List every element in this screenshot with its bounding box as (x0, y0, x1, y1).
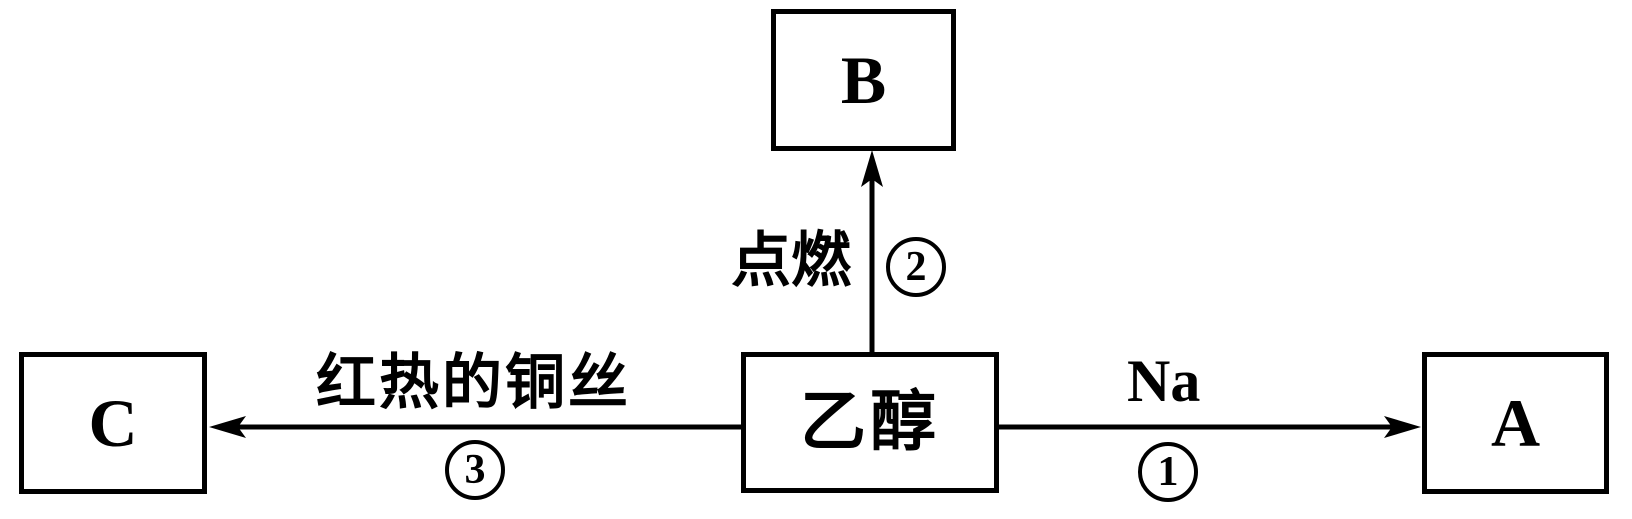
step-number-1-circled: 1 (1138, 442, 1198, 502)
step-number-3-text: 3 (464, 447, 486, 493)
condition-label-ignite: 点燃 (731, 228, 851, 294)
node-label-ethanol: 乙醇 (800, 385, 940, 459)
node-box-c: C (19, 352, 207, 494)
node-label-b: B (840, 42, 887, 118)
step-number-2-circled: 2 (886, 237, 946, 297)
step-number-2-text: 2 (905, 244, 927, 290)
node-box-a: A (1422, 352, 1609, 494)
node-box-ethanol: 乙醇 (741, 352, 999, 493)
arrowhead-right-icon (1384, 416, 1421, 438)
node-label-c: C (88, 385, 138, 461)
arrowhead-up-icon (861, 150, 883, 187)
arrow-ethanol-to-b (861, 150, 883, 352)
arrowhead-left-icon (209, 416, 246, 438)
arrow-ethanol-to-a (999, 416, 1421, 438)
node-box-b: B (771, 9, 956, 151)
step-number-1-text: 1 (1157, 449, 1179, 495)
arrow-ethanol-to-c (209, 416, 741, 438)
step-number-3-circled: 3 (445, 440, 505, 500)
condition-label-na: Na (1127, 348, 1201, 414)
node-label-a: A (1490, 385, 1541, 461)
condition-label-hot-copper-wire: 红热的铜丝 (316, 350, 631, 416)
